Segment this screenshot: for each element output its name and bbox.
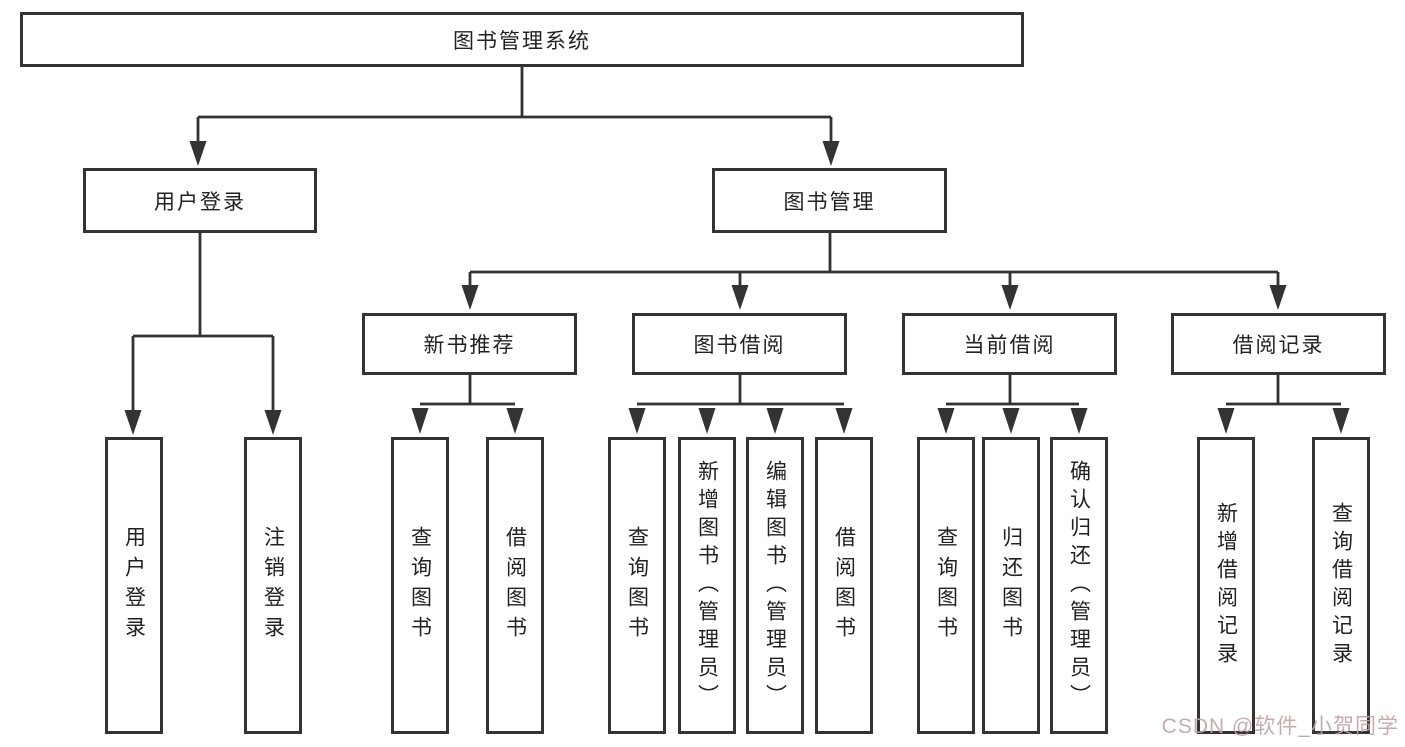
node-label: 新书推荐 [423,334,516,357]
node-library-management-system: 图书管理系统 [20,12,1024,67]
leaf-label: 借阅图书 [503,525,527,646]
node-current-borrow: 当前借阅 [902,313,1117,375]
leaf-user-login: 用户登录 [105,437,163,734]
node-borrow-record: 借阅记录 [1171,313,1386,375]
leaf-label: 借阅图书 [832,525,856,646]
node-book-management: 图书管理 [712,168,947,233]
leaf-confirm-return-admin: 确认归还（管理员） [1050,437,1108,734]
leaf-query-borrow-record: 查询借阅记录 [1312,437,1370,734]
leaf-label: 新增图书（管理员） [695,459,719,712]
node-label: 用户登录 [154,190,246,214]
node-user-login: 用户登录 [83,168,317,233]
leaf-label: 确认归还（管理员） [1067,459,1091,712]
leaf-label: 查询借阅记录 [1329,501,1353,670]
leaf-return-books: 归还图书 [982,437,1040,734]
csdn-watermark: CSDN @软件_小贺同学 [1161,715,1399,738]
node-label: 图书管理系统 [453,29,591,53]
leaf-borrow-books: 借阅图书 [815,437,873,734]
leaf-query-books-recommend: 查询图书 [391,437,449,734]
leaf-label: 新增借阅记录 [1214,501,1238,670]
leaf-label: 查询图书 [934,525,958,646]
node-label: 图书借阅 [693,334,786,357]
leaf-borrow-books-recommend: 借阅图书 [486,437,544,734]
leaf-label: 用户登录 [122,525,146,646]
leaf-label: 归还图书 [999,525,1023,646]
node-label: 图书管理 [783,190,876,214]
node-label: 当前借阅 [963,334,1056,357]
leaf-query-books-current: 查询图书 [917,437,975,734]
leaf-label: 查询图书 [625,525,649,646]
leaf-edit-books-admin: 编辑图书（管理员） [746,437,804,734]
leaf-label: 注销登录 [261,525,285,646]
node-book-borrow: 图书借阅 [632,313,847,375]
leaf-label: 查询图书 [408,525,432,646]
node-new-book-recommend: 新书推荐 [362,313,577,375]
leaf-query-books-borrow: 查询图书 [608,437,666,734]
leaf-label: 编辑图书（管理员） [763,459,787,712]
node-label: 借阅记录 [1232,334,1325,357]
leaf-add-books-admin: 新增图书（管理员） [678,437,736,734]
leaf-logout: 注销登录 [244,437,302,734]
leaf-add-borrow-record: 新增借阅记录 [1197,437,1255,734]
